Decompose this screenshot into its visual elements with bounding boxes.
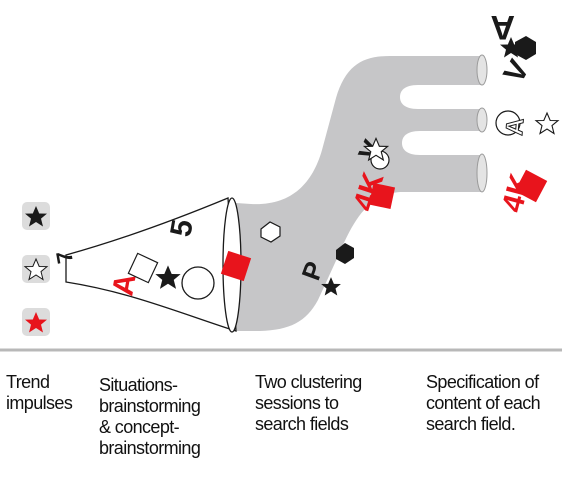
outlet-bottom: [477, 154, 487, 192]
caption-clustering: Two clustering sessions to search fields: [255, 372, 395, 435]
black-hexagon-icon: [515, 36, 536, 60]
circle-icon: [182, 267, 214, 299]
channel-gap-lower: [402, 131, 482, 155]
outlet-middle: [477, 108, 487, 132]
trend-impulses: [22, 202, 50, 336]
red-square-icon: [369, 183, 395, 209]
outlet-top: [477, 55, 487, 85]
search-field-outputs: A V A 4K: [490, 8, 558, 216]
caption-brainstorming: Situations- brainstorming & concept- bra…: [99, 375, 239, 459]
channel-gap-upper: [400, 85, 482, 109]
output-label-top-v: V: [497, 55, 536, 89]
outline-star-icon: [536, 113, 558, 134]
output-label-mid-a: A: [501, 117, 529, 137]
caption-specification: Specification of content of each search …: [426, 372, 566, 435]
caption-trend-impulses: Trend impulses: [6, 372, 94, 414]
